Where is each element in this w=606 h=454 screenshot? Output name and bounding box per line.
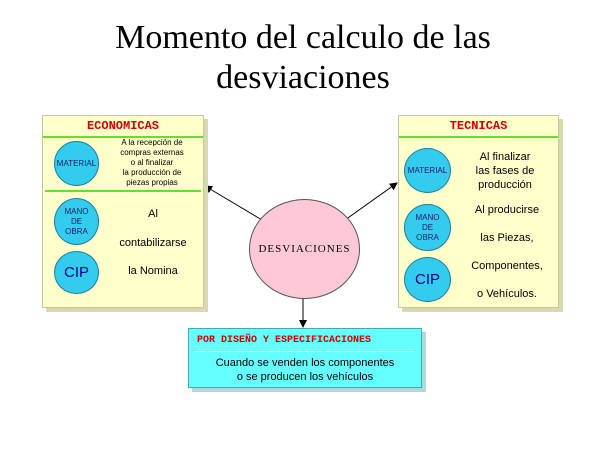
diseno-body: Cuando se venden los componentes o se pr… (189, 356, 421, 384)
economicas-text-contabilizarse: contabilizarse (119, 237, 187, 249)
arrow-to-economicas (204, 185, 263, 221)
economicas-material-text: A la recepción de compras externas o al … (103, 138, 201, 188)
economicas-material-text-line: la producción de (122, 168, 182, 177)
economicas-material-text-line: o al finalizar (130, 158, 174, 167)
tecnicas-material-text-line: producción (478, 179, 532, 191)
tecnicas-text-line: Componentes, (471, 260, 543, 272)
economicas-mano-line: DE (70, 216, 83, 226)
tecnicas-text-line: las Piezas, (480, 232, 534, 244)
tecnicas-material-text-line: Al finalizar (479, 151, 531, 163)
economicas-material-text-line: A la recepción de (121, 138, 183, 147)
tecnicas-header: TECNICAS (399, 116, 558, 138)
tecnicas-mano-line: OBRA (416, 232, 439, 242)
economicas-cip-bubble: CIP (54, 251, 99, 294)
title-line-1: Momento del calculo de las (115, 19, 491, 56)
title-line-2: desviaciones (216, 59, 390, 96)
desviaciones-node: DESVIACIONES (249, 199, 360, 299)
tecnicas-material-bubble: MATERIAL (404, 148, 451, 193)
economicas-material-text-line: piezas propias (126, 178, 178, 187)
diseno-especificaciones-box: POR DISEÑO Y ESPECIFICACIONES Cuando se … (188, 328, 422, 388)
economicas-panel: ECONOMICAS MATERIAL A la recepción de co… (42, 115, 204, 308)
tecnicas-mano-line: MANO (415, 212, 440, 222)
arrow-to-tecnicas (344, 182, 398, 221)
diseno-header: POR DISEÑO Y ESPECIFICACIONES (197, 335, 372, 346)
tecnicas-text-line: o Vehículos. (477, 288, 537, 300)
diseno-body-line: o se producen los vehículos (236, 371, 374, 383)
tecnicas-cip-bubble: CIP (404, 257, 451, 302)
tecnicas-panel: TECNICAS MATERIAL Al finalizar las fases… (398, 115, 559, 308)
economicas-divider (45, 190, 201, 192)
economicas-mano-line: MANO (64, 206, 89, 216)
tecnicas-text-line: Al producirse (474, 204, 540, 216)
tecnicas-mano-line: DE (421, 222, 434, 232)
economicas-header: ECONOMICAS (43, 116, 203, 138)
page-title: Momento del calculo de las desviaciones (0, 18, 606, 98)
tecnicas-mano-de-obra-bubble: MANO DE OBRA (404, 204, 451, 251)
economicas-material-text-line: compras externas (120, 148, 184, 157)
diseno-divider (193, 351, 415, 352)
tecnicas-material-text: Al finalizar las fases de producción (459, 150, 551, 192)
economicas-material-bubble: MATERIAL (54, 141, 99, 186)
desviaciones-label: DESVIACIONES (258, 243, 351, 255)
economicas-mano-line: OBRA (65, 226, 88, 236)
economicas-text-al: Al (148, 208, 158, 220)
economicas-text-nomina: la Nomina (128, 265, 178, 277)
diseno-body-line: Cuando se venden los componentes (215, 357, 395, 369)
tecnicas-material-text-line: las fases de (475, 165, 535, 177)
economicas-mano-de-obra-bubble: MANO DE OBRA (54, 198, 99, 245)
